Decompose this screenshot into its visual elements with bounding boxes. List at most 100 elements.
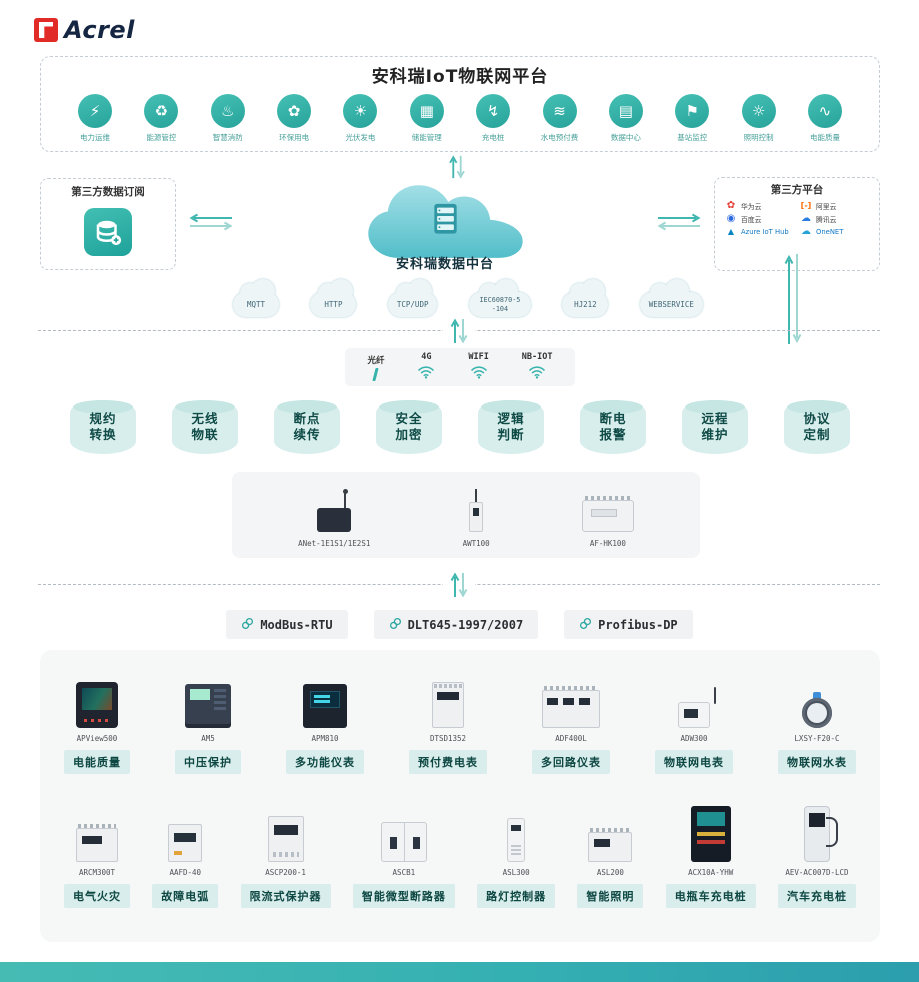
am5-image (185, 684, 231, 724)
platform-ali-cloud: [-]阿里云 (800, 201, 837, 212)
product-category-chip: 物联网电表 (655, 750, 733, 774)
protocol-clouds-row: MQTT HTTP TCP/UDP IEC60870-5-104 HJ212 W… (233, 276, 703, 317)
thirdparty-sync-arrow (782, 252, 804, 350)
power-ops-icon: ⚡ (78, 94, 112, 128)
acrel-logo-text: Acrel (64, 16, 135, 44)
lxsy-water-meter-image (802, 692, 832, 728)
product-category-chip: 电气火灾 (64, 884, 130, 908)
platform-onenet: ☁OneNET (801, 226, 844, 237)
protocol-cloud-http: HTTP (310, 279, 357, 317)
product-category-chip: 多功能仪表 (286, 750, 364, 774)
connectivity-wifi: WIFI (468, 352, 489, 383)
protocol-tag-modbus: ModBus-RTU (226, 610, 348, 639)
feature-protocol-conversion: 规约 转换 (70, 400, 136, 454)
feature-custom-protocol: 协议 定制 (784, 400, 850, 454)
connectivity-nbiot: NB-IOT (522, 352, 553, 383)
subscription-box-title: 第三方数据订阅 (71, 186, 145, 198)
onenet-icon: ☁ (801, 226, 811, 237)
product-category-chip: 故障电弧 (152, 884, 219, 908)
adf400l-image (542, 686, 600, 728)
protocol-tag-dlt645: DLT645-1997/2007 (373, 610, 539, 639)
product-category-chip: 电能质量 (64, 750, 130, 774)
footer-bar (0, 962, 919, 982)
app-data-center: ▤数据中心 (594, 94, 658, 143)
acrel-data-cloud: 安科瑞数据中台 (350, 176, 540, 272)
database-subscribe-icon (84, 208, 132, 256)
product-category-chip: 多回路仪表 (532, 750, 610, 774)
platform-baidu-cloud: ◉百度云 (726, 213, 762, 225)
gateway-af-hk100: AF-HK100 (581, 496, 634, 548)
app-pv-generation: ☀光伏发电 (328, 94, 392, 143)
aev-ev-charger-image (803, 806, 838, 862)
gateway-anet: ANet-1E1S1/1E2S1 (298, 489, 370, 548)
baidu-cloud-icon: ◉ (726, 213, 736, 224)
huawei-cloud-icon: ✿ (726, 200, 736, 211)
platform-huawei-cloud: ✿华为云 (726, 200, 762, 212)
gateway-devices-box: ANet-1E1S1/1E2S1 AWT100 AF-HK100 (232, 472, 700, 558)
lighting-control-icon: ☼ (741, 94, 776, 128)
cloud-shape (367, 185, 523, 258)
gateway-features-row: 规约 转换 无线 物联 断点 续传 安全 加密 逻辑 判断 断电 报警 远程 维… (70, 400, 850, 454)
product-category-chip: 路灯控制器 (477, 884, 556, 908)
app-base-station: ⚑基站监控 (660, 94, 724, 143)
feature-logic-judgement: 逻辑 判断 (478, 400, 544, 454)
tencent-cloud-icon: ☁ (801, 213, 811, 224)
link-icon (579, 615, 592, 634)
acrel-logo-icon (34, 18, 58, 42)
energy-control-icon: ♻ (144, 94, 179, 128)
base-station-icon: ⚑ (675, 94, 710, 128)
aafd40-image (168, 824, 203, 862)
ali-cloud-icon: [-] (800, 201, 812, 210)
app-power-ops: ⚡电力运维 (63, 94, 127, 143)
awt100-gateway-image (469, 489, 484, 532)
platform-azure-iot-hub: ▲Azure IoT Hub (725, 227, 794, 237)
protocol-cloud-mqtt: MQTT (233, 279, 279, 317)
apview500-image (76, 682, 118, 728)
data-middle-platform-label: 安科瑞数据中台 (395, 257, 494, 272)
connectivity-fiber: 光纤 (367, 354, 384, 381)
product-category-chip: 限流式保护器 (240, 884, 331, 908)
ascp200-image (267, 816, 304, 862)
edge-device-divider (38, 570, 880, 600)
third-party-subscription-box: 第三方数据订阅 (40, 178, 176, 270)
iot-platform-box: 安科瑞IoT物联网平台 ⚡电力运维 ♻能源管控 ♨智慧消防 ✿环保用电 ☀光伏发… (40, 56, 880, 152)
prepay-utility-icon: ≋ (542, 94, 577, 128)
feature-encryption: 安全 加密 (376, 400, 442, 454)
link-icon (241, 615, 254, 634)
product-category-chip: 中压保护 (175, 750, 241, 774)
cloud-edge-divider (38, 316, 880, 346)
field-protocols-row: ModBus-RTU DLT645-1997/2007 Profibus-DP (0, 610, 919, 639)
feature-wireless-iot: 无线 物联 (172, 400, 238, 454)
energy-storage-icon: ▦ (409, 94, 444, 128)
adw300-image (678, 687, 716, 728)
protocol-cloud-tcpudp: TCP/UDP (387, 279, 438, 317)
product-category-chip: 电瓶车充电桩 (665, 884, 756, 908)
third-party-box-title: 第三方平台 (770, 184, 824, 196)
protocol-tag-profibus: Profibus-DP (564, 610, 693, 639)
charging-pile-icon: ↯ (476, 94, 511, 128)
cloud-edge-arrow (443, 316, 475, 346)
eco-power-icon: ✿ (277, 94, 312, 128)
asl300-image (507, 818, 526, 862)
acx10a-charger-image (690, 806, 731, 862)
ascb1-image (380, 822, 427, 862)
product-category-chip: 物联网水表 (778, 750, 856, 774)
app-smart-fire: ♨智慧消防 (196, 94, 260, 143)
nbiot-signal-icon (528, 364, 546, 383)
feature-remote-maintenance: 远程 维护 (682, 400, 748, 454)
azure-iot-hub-icon: ▲ (727, 227, 735, 236)
protocol-cloud-hj212: HJ212 (562, 279, 609, 317)
app-prepay-utility: ≋水电预付费 (528, 94, 592, 143)
app-lighting-control: ☼照明控制 (727, 94, 791, 143)
